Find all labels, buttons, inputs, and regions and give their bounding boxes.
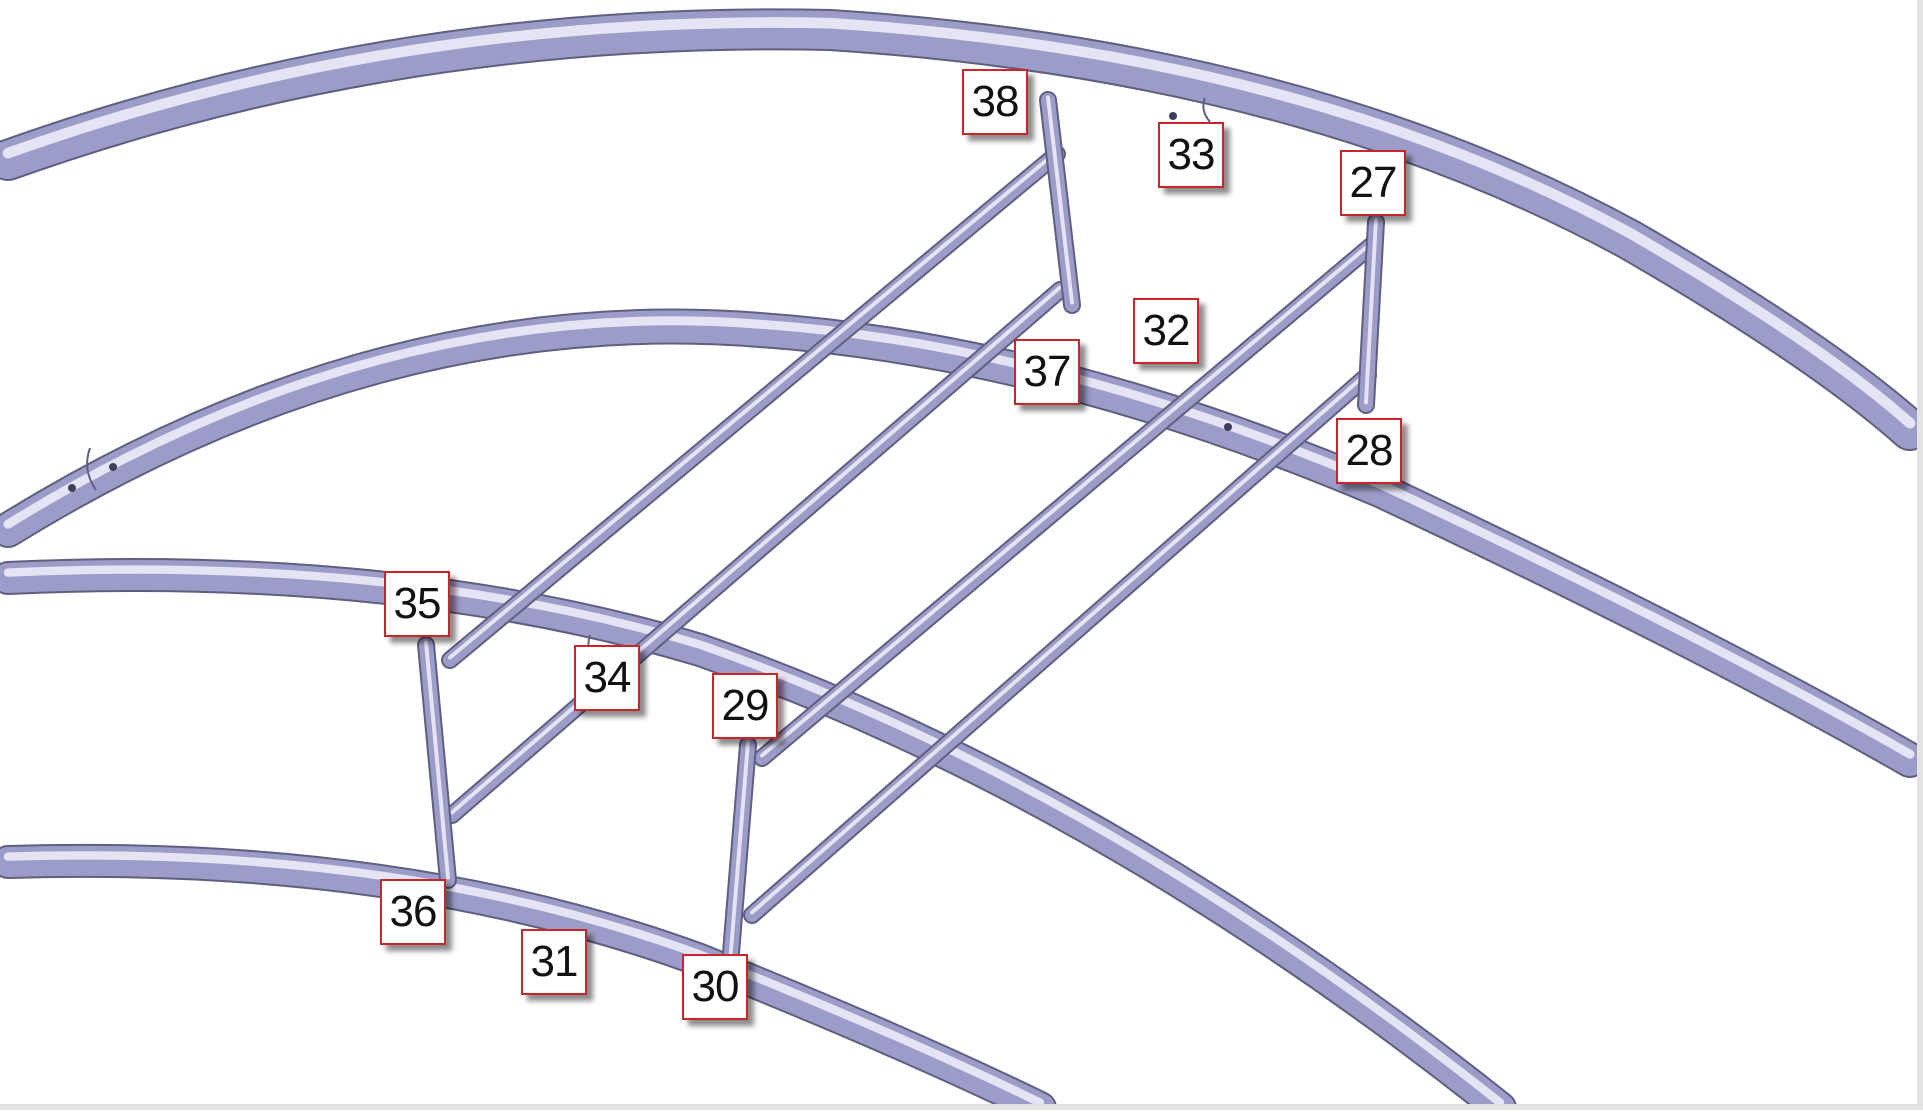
rail-38-35 <box>441 145 1066 669</box>
joint-33 <box>1202 97 1211 123</box>
arc-outer-top <box>0 8 1923 451</box>
callout-31: 31 <box>521 929 587 995</box>
callout-37: 37 <box>1014 339 1080 405</box>
callout-30: 30 <box>682 954 748 1020</box>
callout-38: 38 <box>962 69 1028 135</box>
callout-28: 28 <box>1336 418 1402 484</box>
callout-35: 35 <box>384 571 450 637</box>
post-27-28 <box>1357 213 1385 414</box>
hole-right <box>1224 423 1232 431</box>
tube-group <box>0 8 1923 1115</box>
hole-left-2 <box>68 484 76 492</box>
post-38-37 <box>1039 91 1081 314</box>
rail-37-36 <box>443 281 1069 824</box>
callout-34: 34 <box>574 645 640 711</box>
hole-top <box>1169 112 1177 120</box>
arc-bottom <box>0 843 1057 1115</box>
callout-33: 33 <box>1158 122 1224 188</box>
joint-left <box>86 447 97 491</box>
post-35-36 <box>417 636 457 889</box>
callout-36: 36 <box>380 879 446 945</box>
rail-27-29 <box>753 236 1381 767</box>
frame-edge-bottom <box>0 1104 1923 1110</box>
rail-28-30 <box>743 366 1377 924</box>
frame-edge-right <box>1917 0 1923 1110</box>
arc-third <box>0 558 1517 1115</box>
callout-32: 32 <box>1133 298 1199 364</box>
arc-second <box>0 308 1923 778</box>
post-29-30 <box>721 736 757 974</box>
callout-27: 27 <box>1340 150 1406 216</box>
callout-29: 29 <box>712 673 778 739</box>
hole-left-1 <box>109 463 117 471</box>
